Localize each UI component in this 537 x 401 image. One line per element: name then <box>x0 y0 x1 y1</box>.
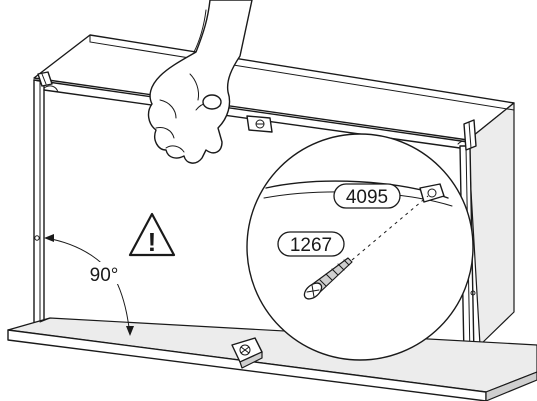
warning-symbol: ! <box>148 227 157 257</box>
part-code-upper: 4095 <box>346 187 388 208</box>
right-angle-indicator: 90° <box>44 234 134 336</box>
rail-bracket <box>246 115 273 133</box>
bracket-icon <box>231 337 263 369</box>
hand-icon <box>147 0 253 164</box>
part-code-1267-callout: 1267 <box>277 231 345 257</box>
screw-icon <box>303 257 353 300</box>
warning-triangle-icon: ! <box>128 212 176 257</box>
angle-label: 90° <box>90 265 119 286</box>
right-side-panel <box>467 102 515 346</box>
detail-magnifier <box>246 133 474 361</box>
part-code-4095-callout: 4095 <box>333 183 401 209</box>
left-post <box>33 79 45 337</box>
part-code-lower: 1267 <box>290 235 332 256</box>
